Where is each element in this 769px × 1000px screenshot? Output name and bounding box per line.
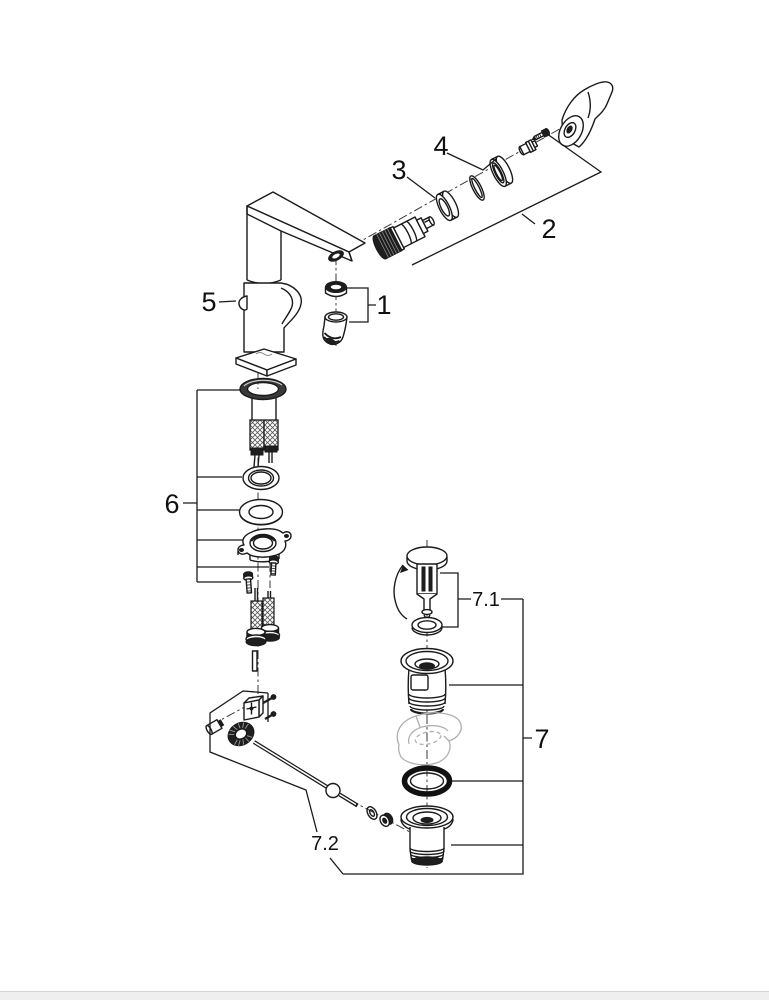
- callout-7-2: 7.2: [209, 690, 344, 875]
- sink-cutaway-sketch: [396, 712, 462, 766]
- pop-up-rod: [252, 740, 359, 808]
- connection-nut-right: [259, 623, 281, 642]
- axis-spout-to-handle: [337, 121, 573, 255]
- flange-slot: [410, 674, 429, 691]
- body-column: [243, 282, 302, 353]
- callout-label-1: 1: [376, 290, 391, 320]
- pop-up-rod-assembly: [205, 694, 394, 828]
- handle-screw: [531, 127, 551, 141]
- callout-label-3: 3: [391, 155, 406, 185]
- metal-washer: [242, 465, 280, 491]
- rod-clamp-block: [243, 695, 264, 721]
- shank-o-ring: [239, 377, 287, 401]
- mounting-flange: [237, 528, 292, 563]
- rotation-arrow: [393, 564, 409, 620]
- callout-label-2: 2: [541, 214, 556, 244]
- callout-label-6: 6: [164, 489, 179, 519]
- tailpiece-threads: [409, 847, 445, 862]
- axis-rod-to-drain: [349, 799, 411, 833]
- cap-ring: [489, 155, 514, 188]
- knurled-nut: [227, 721, 255, 747]
- callout-6: 6: [164, 389, 269, 583]
- mounting-set: [237, 377, 292, 672]
- rubber-washer: [238, 498, 284, 526]
- callout-label-7: 7: [534, 724, 549, 754]
- alignment-pin: [251, 650, 258, 672]
- faucet-body: [235, 191, 366, 377]
- rod-ball: [325, 782, 341, 799]
- callout-label-7-1: 7.1: [472, 589, 500, 611]
- callout-label-4: 4: [433, 131, 448, 161]
- callout-5: 5: [201, 287, 237, 317]
- aerator-housing: [322, 311, 348, 346]
- brand-mark: [255, 352, 273, 356]
- flange-ear-hole-left: [239, 548, 244, 552]
- handle-seam: [587, 91, 591, 119]
- screw-threads: [535, 133, 542, 139]
- callout-2: 2: [411, 130, 603, 266]
- hose-collar-right: [264, 445, 278, 453]
- supply-hose-left: [250, 600, 263, 631]
- handle-adapter-insert: [518, 139, 539, 156]
- housing-opening: [325, 337, 336, 346]
- hose-tails-lower: [254, 588, 272, 602]
- connection-nut-left: [245, 627, 267, 647]
- knurl-lines: [376, 228, 400, 258]
- callout-label-5: 5: [201, 287, 216, 317]
- plug-seal-ring: [411, 616, 443, 636]
- knurl-texture: [228, 722, 253, 746]
- rod-washer: [379, 812, 394, 828]
- callout-1: 1: [347, 287, 392, 323]
- thread-ticks: [438, 192, 456, 221]
- cartridge: [372, 216, 435, 260]
- handle: [558, 81, 614, 148]
- drain-flange: [400, 647, 454, 715]
- callout-3: 3: [391, 155, 436, 199]
- hose-collar-left: [250, 447, 264, 456]
- callout-4: 4: [433, 131, 497, 171]
- body-side-tab: [238, 295, 248, 311]
- barrel-nut: [205, 718, 225, 736]
- hose-tubes: [253, 452, 273, 468]
- body-bulge-line: [280, 287, 294, 325]
- drain-tailpiece: [400, 805, 454, 866]
- callout-7: 7: [343, 599, 550, 875]
- drain-o-ring: [401, 765, 453, 797]
- flange-screw-2: [242, 571, 254, 594]
- cartridge-fixing-ring: [435, 190, 460, 222]
- flange-screw-1: [268, 555, 280, 576]
- sink-hole-dashed: [414, 730, 442, 746]
- window-bottom-edge: [0, 991, 769, 1000]
- callout-7-1: 7.1: [440, 572, 523, 628]
- supply-hose-right: [262, 597, 275, 626]
- pop-up-plug: [393, 546, 448, 621]
- rod-o-ring: [366, 806, 378, 820]
- callout-label-7-2: 7.2: [311, 833, 339, 855]
- o-ring: [469, 175, 485, 201]
- flange-ear-hole-right: [284, 534, 289, 538]
- base-plate-side: [266, 358, 297, 377]
- aerator-assembly: [322, 281, 348, 346]
